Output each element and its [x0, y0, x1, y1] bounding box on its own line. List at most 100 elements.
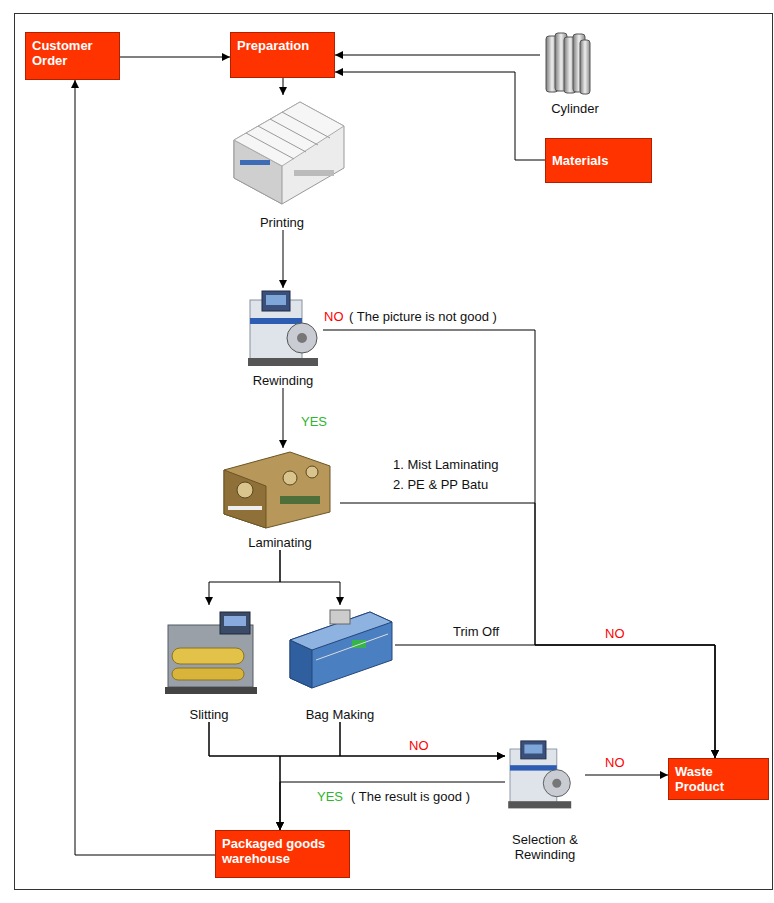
process-box: Packaged goods warehouse	[215, 830, 350, 878]
note-label: 1. Mist Laminating	[392, 457, 500, 472]
illustration-part	[580, 40, 590, 94]
arrow-head	[711, 750, 719, 758]
machine-caption: Slitting	[189, 707, 228, 722]
illustration-part	[258, 126, 306, 152]
laminating-machine	[224, 452, 330, 528]
arrow-head	[336, 597, 344, 605]
arrow-head	[335, 68, 343, 76]
flow-connector	[335, 55, 540, 56]
machine-node: Cylinder	[540, 30, 610, 116]
flow-connector	[395, 645, 715, 758]
note-label: NO	[604, 626, 626, 641]
flow-connector	[209, 550, 280, 605]
machine-node: Rewinding	[243, 288, 323, 388]
machine-caption: Cylinder	[551, 101, 599, 116]
note-label: 2. PE & PP Batu	[392, 477, 489, 492]
illustration-part	[228, 506, 262, 510]
rewinding-machine	[248, 291, 318, 366]
machine-caption: Laminating	[248, 535, 312, 550]
arrow-head	[279, 87, 287, 95]
illustration-part	[237, 482, 253, 498]
illustration-part	[270, 119, 318, 145]
edge-label: NO	[408, 738, 430, 753]
illustration-part	[172, 668, 244, 680]
illustration-part	[246, 133, 294, 159]
box-label: Materials	[552, 153, 645, 168]
process-box: Waste Product	[668, 758, 769, 800]
machine-caption: Bag Making	[306, 707, 375, 722]
arrow-head	[276, 822, 284, 830]
arrow-head	[71, 80, 79, 88]
flow-connector	[75, 80, 215, 855]
box-label: Customer Order	[32, 38, 113, 68]
flow-connector	[283, 230, 284, 288]
cylinder-picture	[546, 33, 590, 94]
arrow-head	[711, 750, 719, 758]
illustration-part	[316, 634, 388, 660]
flow-connector	[323, 330, 715, 758]
flow-connector	[335, 72, 545, 160]
machine-caption: Rewinding	[253, 373, 314, 388]
arrow-head	[279, 280, 287, 288]
edge-label: YES	[316, 789, 344, 804]
flow-connector	[585, 775, 668, 776]
arrow-head	[222, 53, 230, 61]
printing-machine	[234, 102, 344, 204]
edge-label: NO	[323, 309, 345, 324]
flow-connector	[283, 388, 284, 448]
illustration-part	[220, 612, 250, 634]
edge-label: Trim Off	[452, 624, 500, 639]
flow-connector	[280, 782, 505, 830]
note-label: ( The picture is not good )	[348, 309, 498, 324]
box-label: Packaged goods warehouse	[222, 836, 343, 866]
box-label: Preparation	[237, 38, 328, 53]
selection-rewinding-machine	[508, 741, 571, 809]
machine-caption: Selection & Rewinding	[505, 832, 585, 862]
machine-node: Printing	[222, 95, 342, 230]
illustration-part	[234, 102, 344, 166]
illustration-part	[280, 496, 320, 504]
illustration-part	[224, 616, 246, 626]
illustration-part	[306, 466, 318, 478]
flow-connector	[120, 57, 230, 58]
illustration-part	[283, 471, 297, 485]
illustration-part	[282, 112, 330, 138]
flow-connector	[280, 722, 340, 830]
illustration-part	[224, 470, 266, 528]
process-box: Preparation	[230, 32, 335, 78]
illustration-part	[224, 452, 330, 528]
illustration-part	[172, 648, 244, 664]
machine-node: Bag Making	[285, 605, 395, 722]
arrow-head	[711, 750, 719, 758]
flow-connector	[209, 722, 505, 756]
arrow-head	[335, 51, 343, 59]
arrow-head	[497, 752, 505, 760]
illustration-part	[330, 610, 350, 624]
arrow-head	[276, 822, 284, 830]
flow-connector	[209, 722, 280, 830]
bag-making-machine	[290, 610, 392, 688]
arrow-head	[279, 440, 287, 448]
edge-label: YES	[300, 414, 328, 429]
illustration-part	[240, 160, 270, 165]
machine-node: Laminating	[220, 448, 340, 550]
process-box: Materials	[545, 138, 652, 183]
process-box: Customer Order	[25, 32, 120, 80]
machine-caption: Printing	[260, 215, 304, 230]
illustration-part	[234, 102, 344, 204]
arrow-head	[276, 822, 284, 830]
flow-connector	[340, 503, 715, 758]
slitting-machine	[165, 612, 257, 694]
edge-label: NO	[604, 755, 626, 770]
box-label: Waste Product	[675, 764, 762, 794]
arrow-head	[205, 597, 213, 605]
machine-node: Selection & Rewinding	[505, 738, 585, 862]
arrow-head	[660, 771, 668, 779]
illustration-part	[294, 170, 334, 176]
illustration-part	[165, 687, 257, 694]
flow-connector	[340, 722, 505, 756]
machine-node: Slitting	[160, 605, 258, 722]
